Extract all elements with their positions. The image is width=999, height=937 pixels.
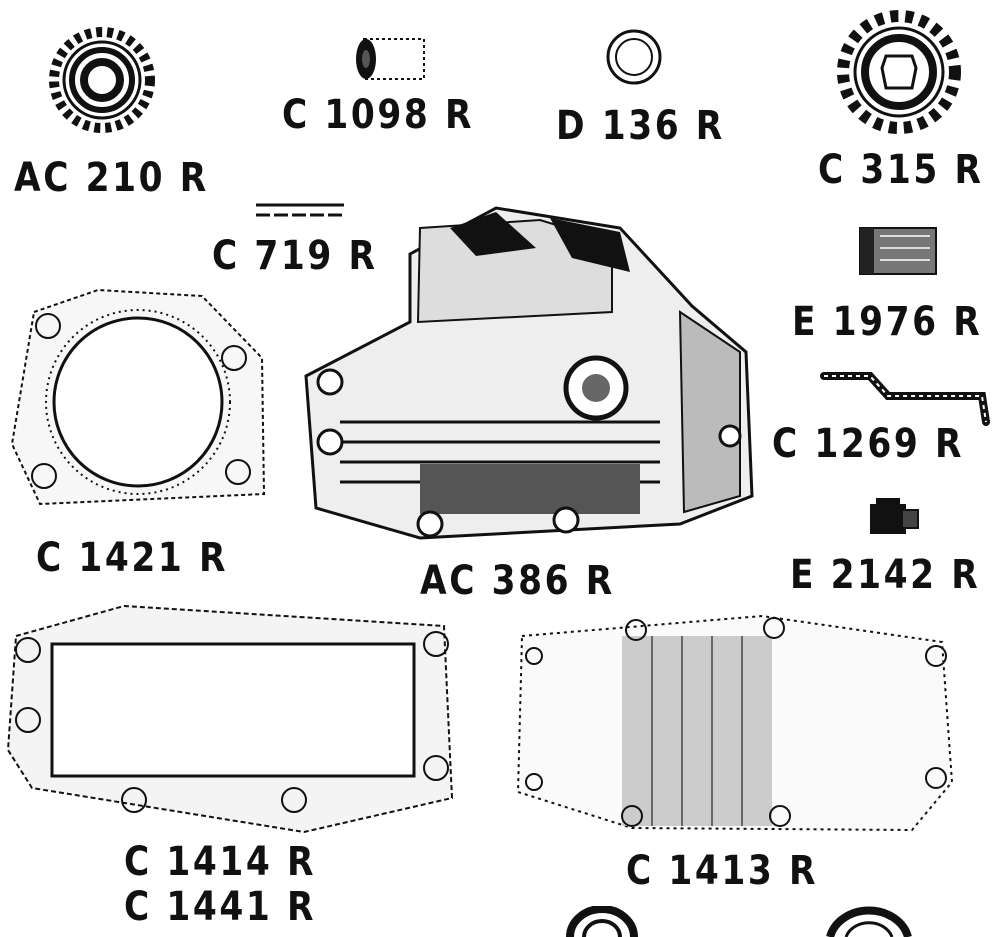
fitting-e2142-icon — [866, 494, 922, 538]
round-gasket-c1421-icon — [6, 280, 268, 520]
label-c315: C 315 R — [818, 147, 984, 193]
sleeve-e1976-icon — [856, 222, 940, 280]
label-c1269: C 1269 R — [772, 421, 965, 467]
label-d136: D 136 R — [556, 103, 725, 149]
rectangular-gasket-c1414-icon — [4, 600, 456, 836]
partial-seal-icon — [826, 896, 912, 937]
label-c719: C 719 R — [212, 233, 378, 279]
bushing-c1098-icon — [350, 33, 432, 85]
label-c1413: C 1413 R — [626, 848, 819, 894]
splined-gear-c315-icon — [834, 6, 964, 138]
label-c1421: C 1421 R — [36, 535, 229, 581]
label-e2142: E 2142 R — [790, 552, 981, 598]
gear-ac210-icon — [38, 8, 166, 148]
label-e1976: E 1976 R — [792, 299, 983, 345]
label-c1441: C 1441 R — [124, 884, 317, 930]
label-ac210: AC 210 R — [14, 155, 209, 201]
label-ac386: AC 386 R — [420, 558, 615, 604]
label-c1414: C 1414 R — [124, 839, 317, 885]
partial-bearing-icon — [566, 906, 638, 937]
housing-ac386-icon — [300, 202, 756, 548]
cover-plate-c1413-icon — [512, 606, 960, 836]
pin-c719-icon — [252, 200, 348, 220]
ring-d136-icon — [603, 26, 665, 88]
lever-rod-c1269-icon — [818, 362, 996, 436]
label-c1098: C 1098 R — [282, 92, 475, 138]
